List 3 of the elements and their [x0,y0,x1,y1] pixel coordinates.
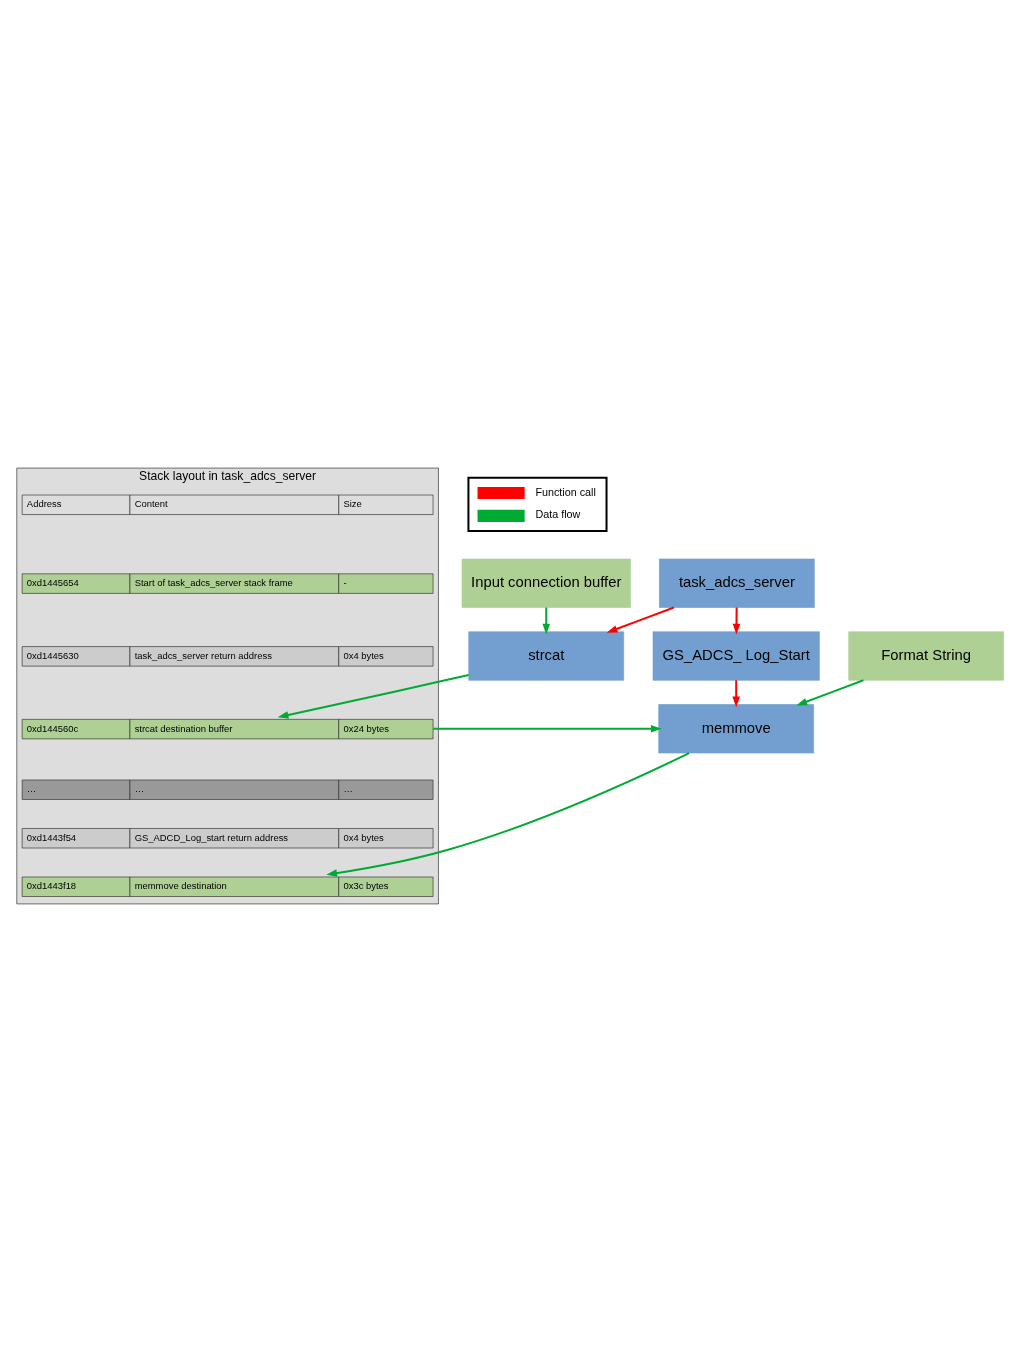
legend-label: Function call [535,485,596,498]
legend-label: Data flow [535,507,581,520]
node-text: Address Content Size [26,497,362,509]
